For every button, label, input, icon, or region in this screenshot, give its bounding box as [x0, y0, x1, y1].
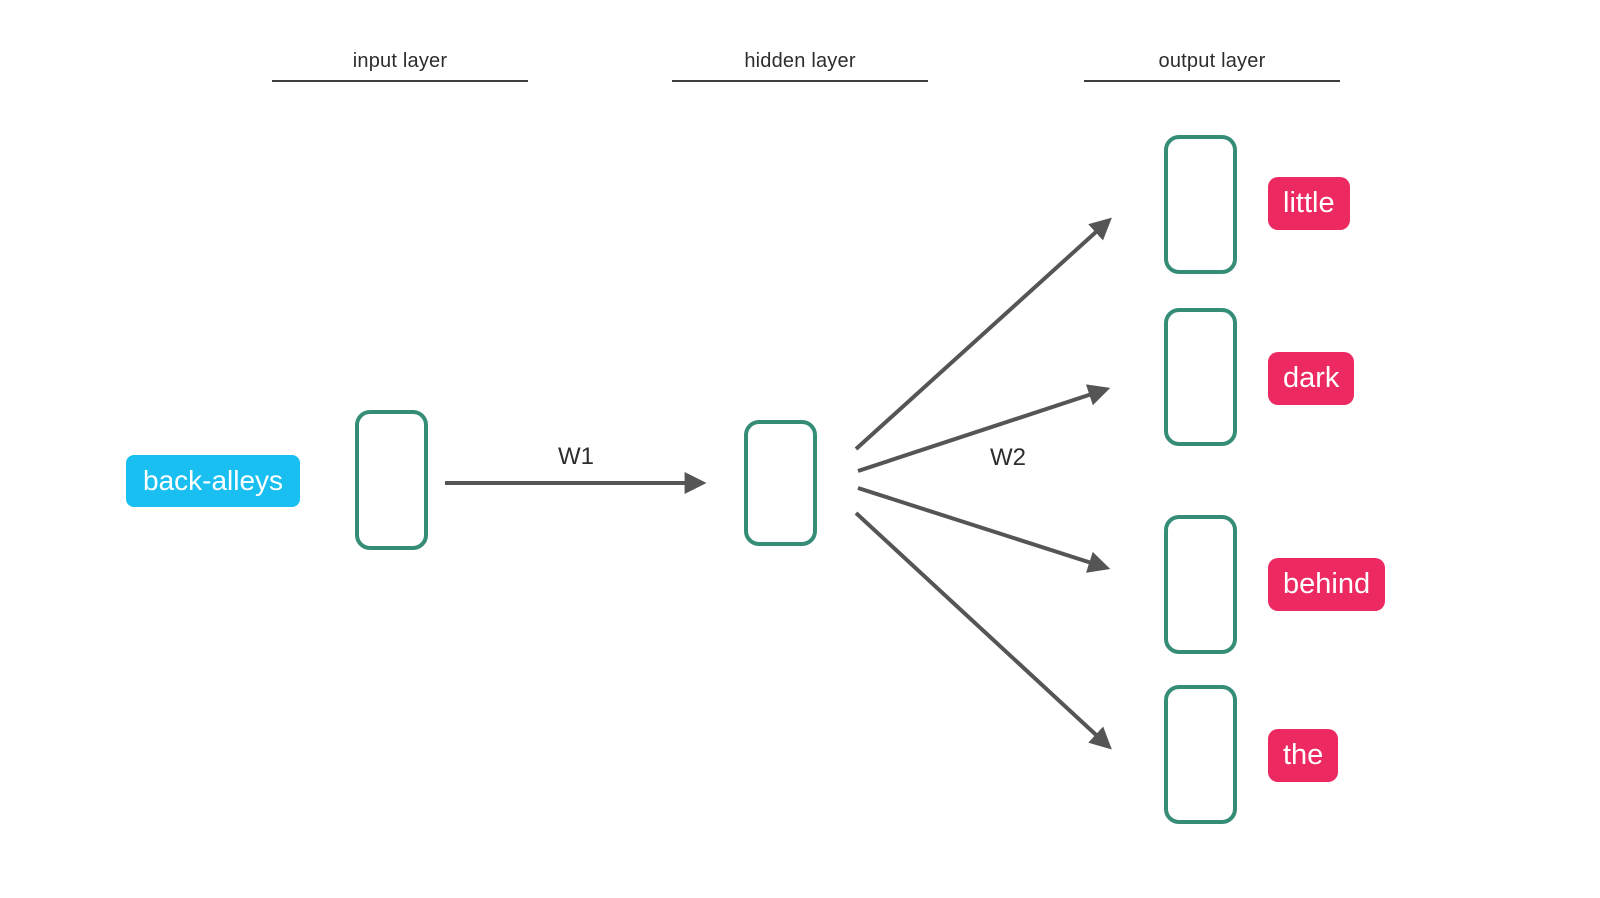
w2-arrow-the: [854, 511, 1112, 750]
output-word-chip: behind: [1268, 558, 1386, 611]
output-node-box: [1164, 515, 1237, 654]
output-word-chip: little: [1268, 177, 1350, 230]
hidden-node-box: [744, 420, 817, 546]
w2-arrow-behind: [857, 486, 1111, 573]
output-word-chip: the: [1268, 729, 1339, 782]
output-node-box: [1164, 308, 1237, 446]
w2-arrow-little: [854, 217, 1112, 451]
hidden-layer-label: hidden layer: [672, 50, 928, 82]
output-node-box: [1164, 685, 1237, 824]
output-word-chip: dark: [1268, 352, 1355, 405]
input-layer-label: input layer: [272, 50, 528, 82]
input-node-box: [355, 410, 428, 550]
output-layer-label: output layer: [1084, 50, 1340, 82]
w2-weight-label: W2: [990, 444, 1026, 471]
w1-weight-label: W1: [558, 443, 594, 470]
output-node-box: [1164, 135, 1237, 274]
input-word-chip: back-alleys: [126, 455, 301, 507]
